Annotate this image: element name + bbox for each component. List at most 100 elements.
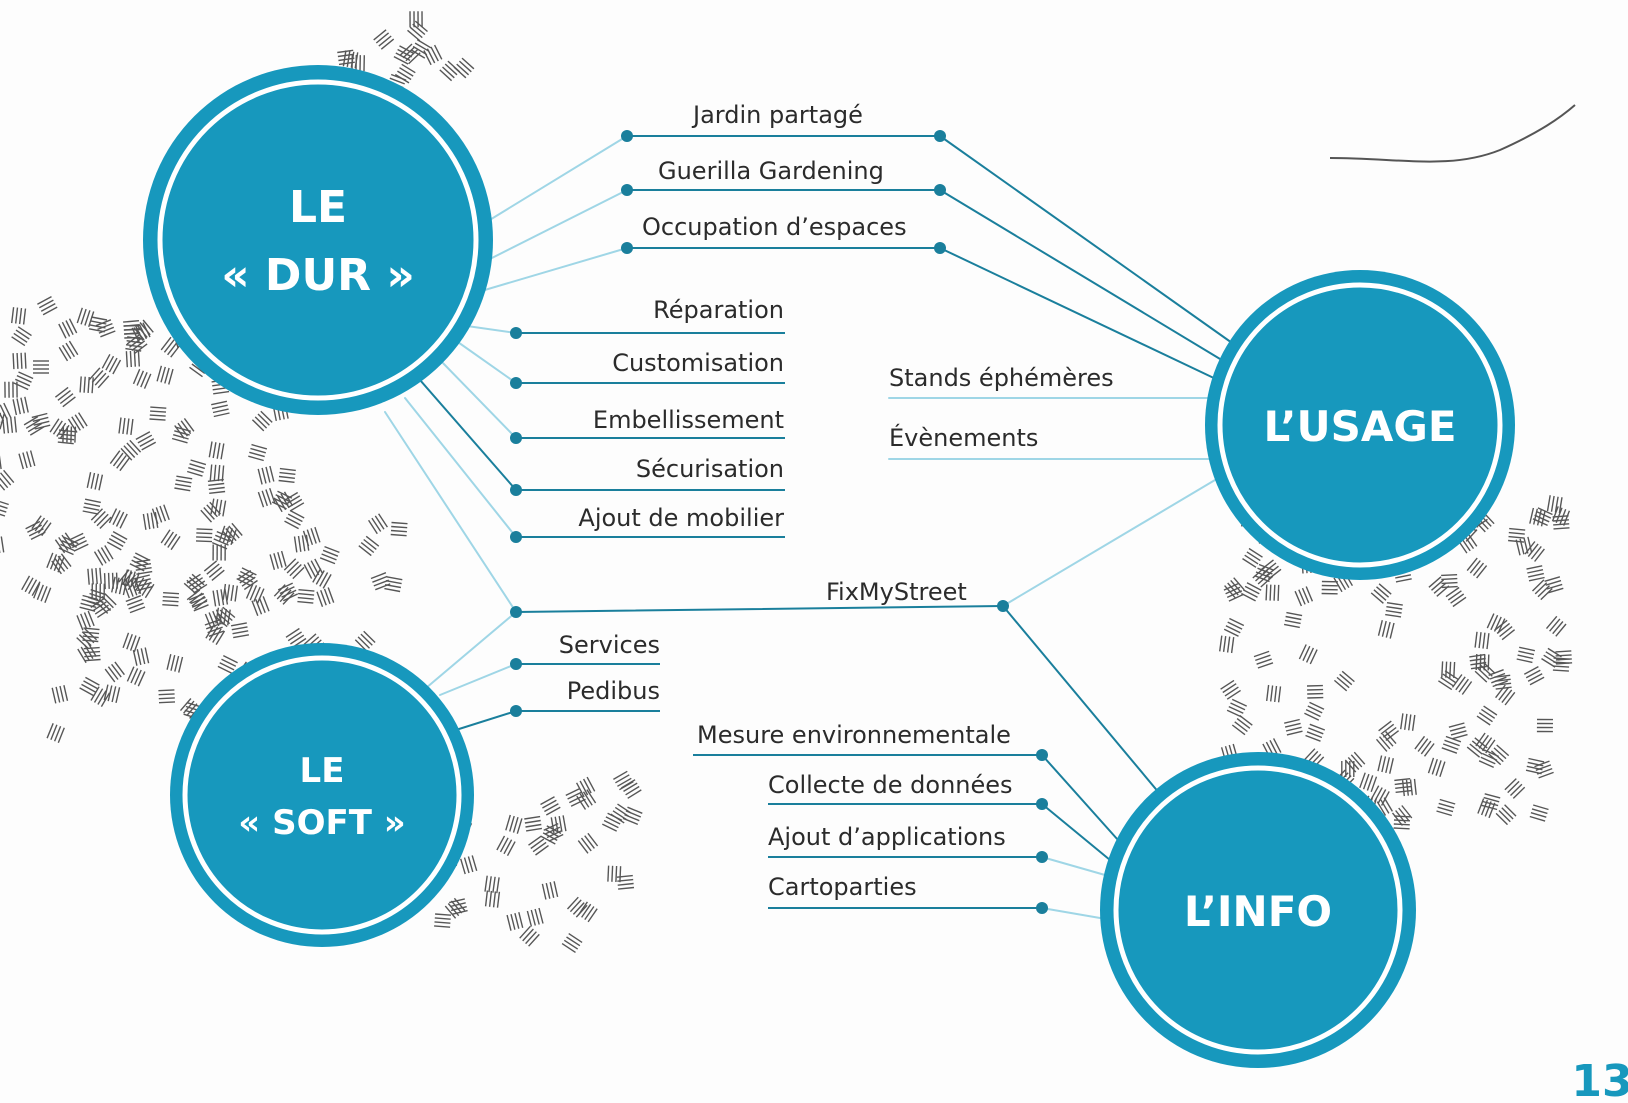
connector-line: [477, 189, 628, 266]
hatch-stroke: [170, 344, 182, 358]
hatch-stroke: [302, 530, 310, 547]
hatch-stroke: [217, 465, 221, 482]
hatch-stroke: [1380, 799, 1390, 814]
hatch-stroke: [514, 913, 520, 929]
hatch-stroke: [1248, 547, 1263, 558]
hatch-stroke: [220, 443, 225, 460]
hatch-stroke: [142, 322, 151, 338]
hatch-stroke: [156, 365, 163, 382]
hatch-stroke: [1478, 712, 1493, 723]
hatch-stroke: [276, 586, 289, 600]
hatch-stroke: [0, 483, 6, 491]
hatch-stroke: [378, 35, 392, 47]
hatch-stroke: [109, 450, 121, 465]
hatch-stroke: [374, 515, 385, 530]
hatch-stroke: [208, 486, 225, 490]
hatch-stroke: [1512, 786, 1526, 799]
hatch-stroke: [399, 67, 414, 77]
hatch-stroke: [1552, 519, 1569, 522]
hatch-stroke: [24, 352, 27, 369]
hatch-stroke: [211, 404, 228, 410]
hatch-stroke: [112, 452, 124, 467]
hatch-stroke: [1373, 589, 1387, 601]
hatch-stroke: [221, 465, 225, 482]
hatch-stroke: [10, 416, 14, 433]
label-fixmystreet: FixMyStreet: [826, 578, 967, 606]
hatch-stroke: [322, 549, 339, 557]
hatch-stroke: [58, 536, 69, 551]
label-pedibus: Pedibus: [567, 677, 660, 705]
hatch-stroke: [208, 626, 219, 641]
hatch-stroke: [368, 519, 378, 535]
hatch-stroke: [1482, 661, 1496, 674]
hatch-stroke: [234, 585, 238, 602]
hatch-stroke: [1527, 761, 1544, 767]
hatch-stroke: [11, 307, 15, 324]
hatch-stroke: [279, 471, 296, 475]
hatch-stroke: [1476, 565, 1488, 579]
hatch-stroke: [230, 584, 235, 602]
hatch-stroke: [1516, 658, 1533, 664]
hatch-stroke: [1294, 590, 1303, 607]
hatch-stroke: [572, 902, 585, 915]
hatch-stroke: [542, 832, 558, 842]
hatch-stroke: [58, 346, 69, 362]
hatch-stroke: [1523, 537, 1529, 554]
hatch-stroke: [174, 430, 190, 436]
hatch-stroke: [390, 529, 407, 533]
hatch-stroke: [183, 700, 195, 714]
hatch-stroke: [1395, 578, 1412, 583]
hatch-stroke: [20, 397, 25, 414]
hatch-stroke: [1552, 515, 1569, 518]
hatch-stroke: [1447, 590, 1462, 601]
hatch-stroke: [430, 46, 439, 62]
hatch-stroke: [619, 781, 634, 791]
hatch-stroke: [191, 580, 206, 591]
hatch-stroke: [80, 613, 88, 630]
hatch-stroke: [1555, 654, 1572, 657]
hatch-stroke: [49, 418, 60, 433]
hatch-stroke: [62, 344, 72, 360]
hatch-stroke: [1555, 650, 1572, 653]
hatch-stroke: [94, 473, 100, 490]
hatch-stroke: [434, 925, 451, 928]
hatch-stroke: [338, 57, 355, 62]
hatch-stroke: [1224, 686, 1239, 697]
hatch-stroke: [1441, 581, 1458, 585]
hatch-stroke: [84, 654, 101, 658]
hatch-stroke: [222, 606, 236, 619]
hatch-stroke: [3, 402, 12, 418]
hatch-stroke: [140, 372, 148, 388]
hatch-stroke: [1404, 713, 1408, 730]
hatch-stroke: [261, 467, 267, 484]
hatch-stroke: [444, 905, 457, 919]
hatch-stroke: [1484, 793, 1501, 799]
hatch-stroke: [186, 703, 198, 717]
hatch-stroke: [1389, 758, 1394, 774]
hatch-stroke: [25, 520, 41, 530]
hatch-stroke: [434, 917, 451, 920]
connector-dot: [621, 242, 633, 254]
hatch-stroke: [178, 656, 184, 673]
hatch-stroke: [18, 308, 23, 325]
hatch-stroke: [287, 513, 303, 523]
hatch-stroke: [1441, 661, 1444, 678]
hatch-stroke: [121, 571, 133, 586]
hatch-stroke: [162, 604, 179, 607]
hatch-stroke: [1478, 760, 1494, 769]
hatch-stroke: [15, 329, 30, 340]
hatch-stroke: [447, 60, 461, 73]
hatch-stroke: [190, 459, 207, 466]
hatch-stroke: [249, 451, 265, 458]
hatch-stroke: [111, 572, 114, 589]
hatch-stroke: [1394, 815, 1411, 818]
connector-line: [439, 663, 517, 696]
hatch-stroke: [95, 568, 98, 585]
hatch-stroke: [463, 857, 470, 874]
hatch-stroke: [1541, 658, 1556, 668]
hatch-stroke: [518, 912, 524, 928]
hatch-stroke: [0, 513, 6, 517]
hatch-stroke: [86, 472, 92, 488]
hatch-stroke: [129, 350, 132, 368]
hatch-stroke: [125, 351, 128, 368]
